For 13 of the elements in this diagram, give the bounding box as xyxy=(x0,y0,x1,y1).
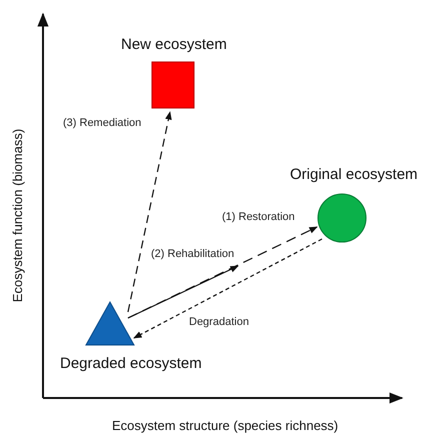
edge-label: (3) Remediation xyxy=(62,117,142,130)
node-heading: New ecosystem xyxy=(121,36,227,53)
edge-label: Degradation xyxy=(188,316,250,329)
arrow xyxy=(128,265,239,319)
edge-label: (2) Rehabilitation xyxy=(150,248,236,261)
arrow xyxy=(128,226,318,319)
axis-title: Ecosystem structure (species richness) xyxy=(112,418,338,432)
arrow xyxy=(127,111,172,312)
node-heading: Degraded ecosystem xyxy=(60,355,202,372)
edge-label: (1) Restoration xyxy=(221,211,296,224)
axis-title: Ecosystem function (biomass) xyxy=(10,128,25,302)
arrow xyxy=(133,238,322,339)
node-heading: Original ecosystem xyxy=(290,166,418,183)
